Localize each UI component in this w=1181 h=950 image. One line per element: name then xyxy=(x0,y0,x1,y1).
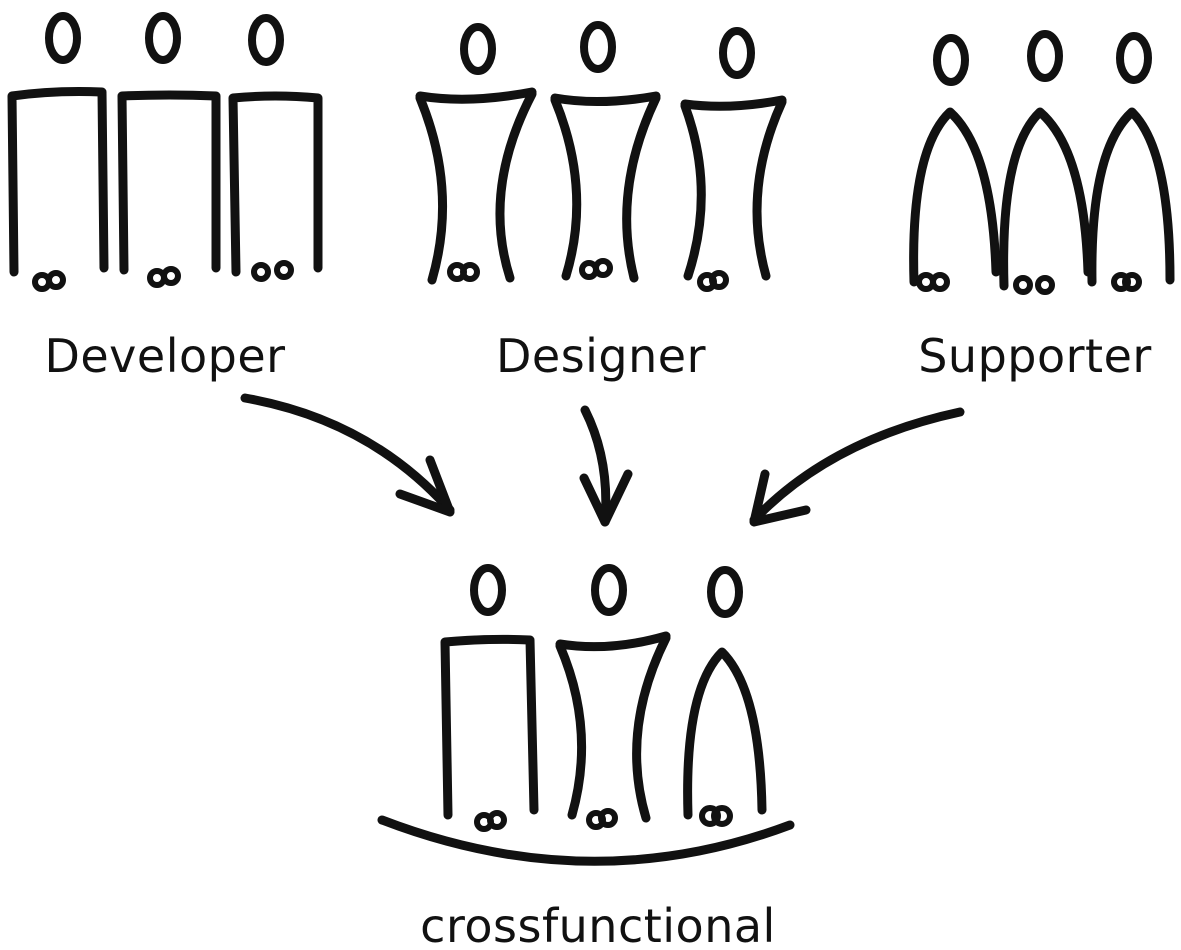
designer-figure xyxy=(555,564,671,830)
developer-figure xyxy=(440,564,539,832)
head-icon xyxy=(45,12,81,64)
hourglass-body-icon xyxy=(632,633,671,823)
arch-body-icon xyxy=(999,107,1093,291)
head-icon xyxy=(591,564,627,616)
designer-figure xyxy=(415,23,537,285)
curved-arrow-shaft-icon xyxy=(240,393,455,515)
designer-arrow xyxy=(579,405,633,527)
designer-label: Designer xyxy=(496,329,706,383)
hourglass-body-icon xyxy=(555,641,587,820)
rectangle-body-icon xyxy=(7,87,109,277)
head-icon xyxy=(460,23,496,75)
arrowhead-icon xyxy=(749,469,811,527)
foot-icon xyxy=(598,808,618,828)
hourglass-shoulders-icon xyxy=(415,87,537,104)
arrowhead-icon xyxy=(579,469,633,527)
foot-icon xyxy=(46,270,66,290)
hourglass-body-icon xyxy=(752,97,787,281)
developer-figure xyxy=(117,12,221,288)
foot-icon xyxy=(699,805,721,827)
rectangle-body-icon xyxy=(117,90,221,275)
head-icon xyxy=(145,12,181,64)
hourglass-body-icon xyxy=(622,93,661,283)
head-icon xyxy=(707,566,743,618)
crossfunctional-label: crossfunctional xyxy=(420,899,776,950)
head-icon xyxy=(248,14,284,66)
foot-icon xyxy=(593,258,613,278)
head-icon xyxy=(470,564,506,616)
head-icon xyxy=(1027,30,1063,82)
foot-icon xyxy=(711,805,733,827)
hourglass-shoulders-icon xyxy=(555,631,671,652)
hourglass-body-icon xyxy=(495,89,537,283)
foot-icon xyxy=(274,260,294,280)
foot-icon xyxy=(161,266,181,286)
foot-icon xyxy=(1122,272,1142,292)
foot-icon xyxy=(460,262,480,282)
foot-icon xyxy=(930,272,950,292)
foot-icon xyxy=(709,270,729,290)
arch-body-icon xyxy=(683,647,767,820)
developer-figure xyxy=(228,14,323,282)
foot-icon xyxy=(1013,275,1033,295)
arrowhead-icon xyxy=(395,455,455,517)
foot-icon xyxy=(251,262,271,282)
hourglass-shoulders-icon xyxy=(550,91,661,107)
hourglass-body-icon xyxy=(680,101,706,281)
arrows xyxy=(240,393,965,527)
arch-body-icon xyxy=(1087,107,1175,287)
developer-arrow xyxy=(240,393,455,517)
supporter-figure xyxy=(683,566,767,827)
supporter-figure xyxy=(999,30,1093,295)
rectangle-body-icon xyxy=(440,634,539,820)
rectangle-body-icon xyxy=(228,91,323,277)
hourglass-shoulders-icon xyxy=(680,95,787,111)
designer-figure xyxy=(680,27,787,292)
designer-figure xyxy=(550,21,661,283)
supporter-figure xyxy=(909,34,1001,292)
developer-label: Developer xyxy=(44,329,285,383)
supporter-group: Supporter xyxy=(909,30,1175,383)
curved-arrow-shaft-icon xyxy=(580,405,611,527)
developer-figure xyxy=(7,12,109,292)
foot-icon xyxy=(1035,275,1055,295)
developer-group: Developer xyxy=(7,12,323,383)
supporter-arrow xyxy=(749,407,965,527)
designer-group: Designer xyxy=(415,21,787,383)
head-icon xyxy=(1116,32,1152,84)
supporter-figure xyxy=(1087,32,1175,292)
head-icon xyxy=(719,27,755,79)
team-bowl-icon xyxy=(377,815,795,866)
curved-arrow-shaft-icon xyxy=(749,407,965,525)
foot-icon xyxy=(487,810,507,830)
crossfunctional-team: crossfunctional xyxy=(377,564,795,950)
head-icon xyxy=(933,34,969,86)
hourglass-body-icon xyxy=(550,95,582,281)
arch-body-icon xyxy=(909,107,1001,287)
hourglass-body-icon xyxy=(415,93,448,285)
head-icon xyxy=(580,21,616,73)
supporter-label: Supporter xyxy=(918,329,1152,383)
